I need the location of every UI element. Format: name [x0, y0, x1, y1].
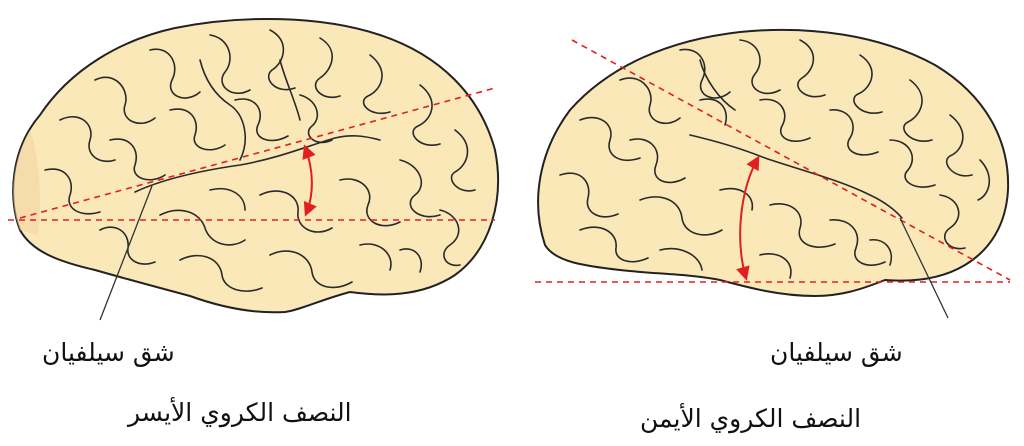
- left-fissure-label: شق سيلفيان: [42, 338, 175, 367]
- left-hemisphere-caption: النصف الكروي الأيسر: [128, 398, 352, 427]
- right-hemisphere-drawing: [535, 30, 1010, 318]
- left-hemisphere-drawing: [8, 19, 498, 320]
- right-hemisphere-caption: النصف الكروي الأيمن: [640, 404, 861, 433]
- right-brain-outline: [538, 30, 1008, 296]
- right-fissure-label: شق سيلفيان: [770, 338, 903, 367]
- left-brain-outline: [13, 19, 498, 312]
